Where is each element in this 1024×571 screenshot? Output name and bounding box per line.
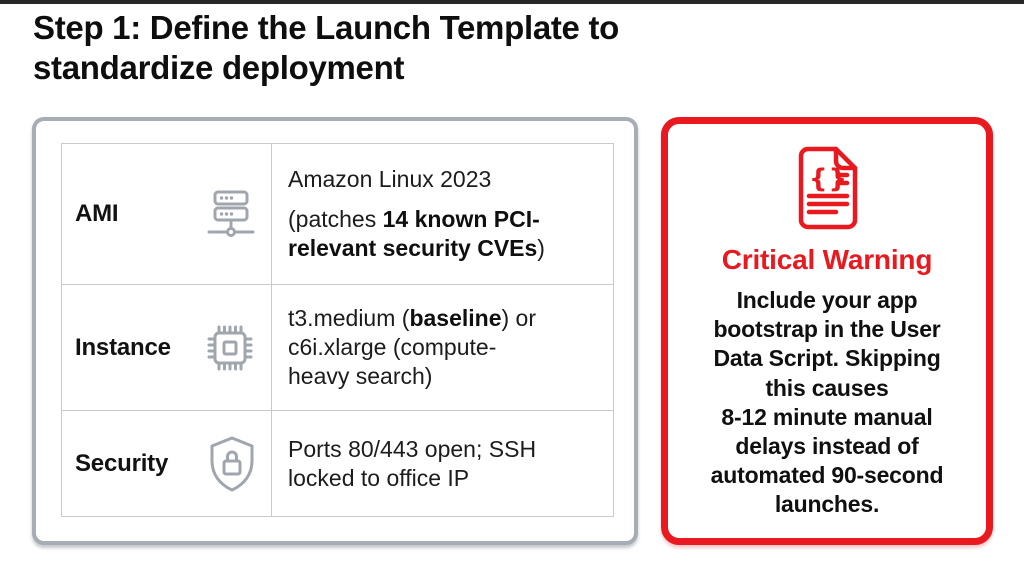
ami-row-label: AMI xyxy=(75,200,119,227)
table-row-security: Security Ports 80/443 open; SSH locked t… xyxy=(62,411,613,516)
code-file-icon: {} xyxy=(794,146,860,230)
instance-row-label: Instance xyxy=(75,333,171,361)
warning-title: Critical Warning xyxy=(721,244,933,275)
top-edge-strip xyxy=(0,0,1024,4)
ami-value-line-1: Amazon Linux 2023 xyxy=(288,166,492,193)
cpu-icon xyxy=(203,321,257,375)
security-value-cell: Ports 80/443 open; SSH locked to office … xyxy=(272,411,613,516)
warning-body: Include your app bootstrap in the User D… xyxy=(710,287,944,518)
server-icon xyxy=(205,188,257,240)
table-row-instance: Instance t3.medium (baseline) or c xyxy=(62,285,613,411)
instance-value-line: t3.medium (baseline) or c6i.xlarge (comp… xyxy=(288,305,536,389)
table-row-ami: AMI xyxy=(62,144,613,285)
ami-value-line-2: (patches 14 known PCI- relevant security… xyxy=(288,206,545,261)
security-label-cell: Security xyxy=(62,411,272,516)
shield-lock-icon xyxy=(207,435,257,493)
ami-label-cell: AMI xyxy=(62,144,272,284)
instance-label-cell: Instance xyxy=(62,285,272,410)
page-title: Step 1: Define the Launch Template to st… xyxy=(33,9,620,86)
svg-text:{}: {} xyxy=(809,164,848,194)
spec-table: AMI xyxy=(61,143,614,517)
ami-value-cell: Amazon Linux 2023 (patches 14 known PCI-… xyxy=(272,144,613,284)
security-row-label: Security xyxy=(75,449,169,477)
launch-template-spec-panel: AMI xyxy=(32,117,638,545)
instance-value-cell: t3.medium (baseline) or c6i.xlarge (comp… xyxy=(272,285,613,410)
critical-warning-panel: {} Critical Warning Include your app boo… xyxy=(661,117,993,545)
security-value-line: Ports 80/443 open; SSH locked to office … xyxy=(288,435,537,491)
